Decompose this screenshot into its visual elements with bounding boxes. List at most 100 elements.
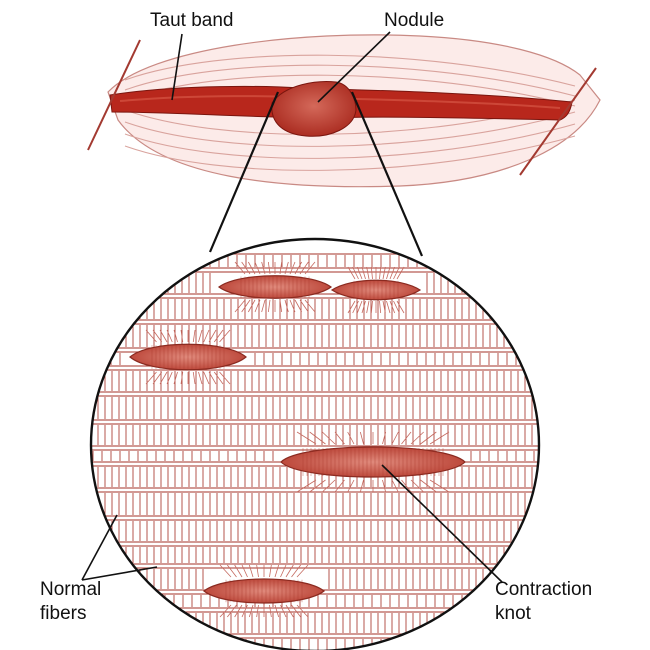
contraction-knot-shape — [203, 564, 325, 618]
stretched-fiber — [173, 371, 178, 385]
stretched-fiber — [386, 266, 391, 280]
stretched-fiber — [322, 479, 336, 493]
sarcomere-row — [91, 519, 539, 543]
leader-taut-band — [171, 33, 183, 101]
stretched-fiber — [294, 261, 303, 275]
stretched-fiber — [152, 371, 163, 385]
stretched-fiber — [267, 299, 271, 313]
stretched-fiber — [299, 261, 309, 275]
stretched-fiber — [382, 300, 386, 314]
sarcomere-row — [91, 593, 539, 609]
contraction-knot-shape — [280, 431, 466, 493]
stretched-fiber — [309, 431, 326, 445]
stretched-fiber — [248, 604, 254, 618]
stretched-fiber — [289, 261, 296, 275]
stretched-fiber — [389, 266, 396, 280]
sarcomere-row — [91, 297, 539, 321]
stretched-fiber — [359, 479, 364, 493]
leader-normal-1 — [81, 514, 118, 581]
stretched-fiber — [241, 564, 248, 578]
stretched-fiber — [203, 371, 210, 385]
tendon-right — [519, 67, 597, 176]
muscle-fiber-line — [124, 123, 576, 159]
stretched-fiber — [227, 564, 237, 578]
stretched-fiber — [274, 604, 280, 618]
sarcomere-row — [91, 423, 539, 447]
stretched-fiber — [359, 431, 364, 445]
stretched-fiber — [361, 266, 366, 280]
stretched-fiber — [274, 564, 280, 578]
tendon-left — [87, 39, 141, 151]
stretched-fiber — [393, 300, 400, 314]
contraction-knot-shape — [330, 266, 422, 314]
stretched-fiber — [269, 604, 272, 618]
muscle-overview — [87, 34, 601, 188]
stretched-fiber — [382, 266, 386, 280]
fiber-outline — [91, 611, 539, 635]
stretched-fiber — [234, 261, 246, 275]
nodule — [271, 81, 357, 137]
fiber-outline — [91, 395, 539, 421]
stretched-fiber — [429, 479, 450, 493]
fiber-outline — [91, 519, 539, 543]
stretched-fiber — [213, 371, 224, 385]
stretched-fiber — [356, 300, 363, 314]
stretched-fiber — [366, 300, 370, 314]
stretched-fiber — [386, 300, 391, 314]
label-contraction-knot-line2: knot — [495, 603, 531, 624]
sarcomere-row — [91, 611, 539, 635]
stretched-fiber — [166, 371, 173, 385]
fiber-outline — [91, 637, 539, 650]
stretched-fiber — [352, 266, 359, 280]
stretched-fiber — [304, 261, 316, 275]
stretched-fiber — [241, 604, 248, 618]
stretched-fiber — [396, 266, 405, 280]
fiber-outline — [91, 323, 539, 349]
fiber-outline — [91, 369, 539, 393]
stretched-fiber — [284, 299, 289, 313]
stretched-fiber — [294, 299, 303, 313]
stretched-fiber — [247, 299, 256, 313]
stretched-fiber — [366, 266, 370, 280]
contraction-knot-shape — [217, 261, 333, 313]
stretched-fiber — [173, 329, 178, 343]
stretched-fiber — [401, 431, 412, 445]
stretched-fiber — [347, 266, 356, 280]
stretched-fiber — [284, 261, 289, 275]
stretched-fiber — [192, 329, 196, 343]
stretched-fiber — [280, 564, 287, 578]
stretched-fiber — [322, 431, 336, 445]
stretched-fiber — [192, 371, 196, 385]
stretched-fiber — [279, 261, 283, 275]
muscle-fiber-line — [124, 111, 576, 147]
stretched-fiber — [219, 371, 231, 385]
stretched-fiber — [219, 604, 232, 618]
stretched-fiber — [370, 266, 373, 280]
fiber-outline — [91, 423, 539, 447]
label-normal-fibers-line2: fibers — [40, 603, 87, 624]
muscle-fiber-line — [124, 54, 576, 87]
sarcomere-row — [91, 323, 539, 349]
stretched-fiber — [429, 431, 450, 445]
stretched-fiber — [234, 299, 246, 313]
stretched-fiber — [334, 431, 345, 445]
stretched-fiber — [248, 564, 254, 578]
stretched-fiber — [304, 299, 316, 313]
stretched-fiber — [296, 604, 309, 618]
fiber-outline — [91, 253, 539, 269]
leader-knot — [381, 464, 503, 583]
leader-nodule — [317, 31, 391, 103]
contraction-knot-shape — [129, 329, 247, 385]
stretched-fiber — [420, 431, 437, 445]
stretched-fiber — [309, 479, 326, 493]
stretched-fiber — [180, 371, 184, 385]
stretched-fiber — [159, 371, 168, 385]
stretched-fiber — [291, 564, 301, 578]
stretched-fiber — [393, 266, 400, 280]
stretched-fiber — [234, 564, 243, 578]
label-nodule: Nodule — [384, 10, 445, 31]
stretched-fiber — [166, 329, 173, 343]
stretched-fiber — [285, 564, 294, 578]
stretched-fiber — [296, 479, 317, 493]
